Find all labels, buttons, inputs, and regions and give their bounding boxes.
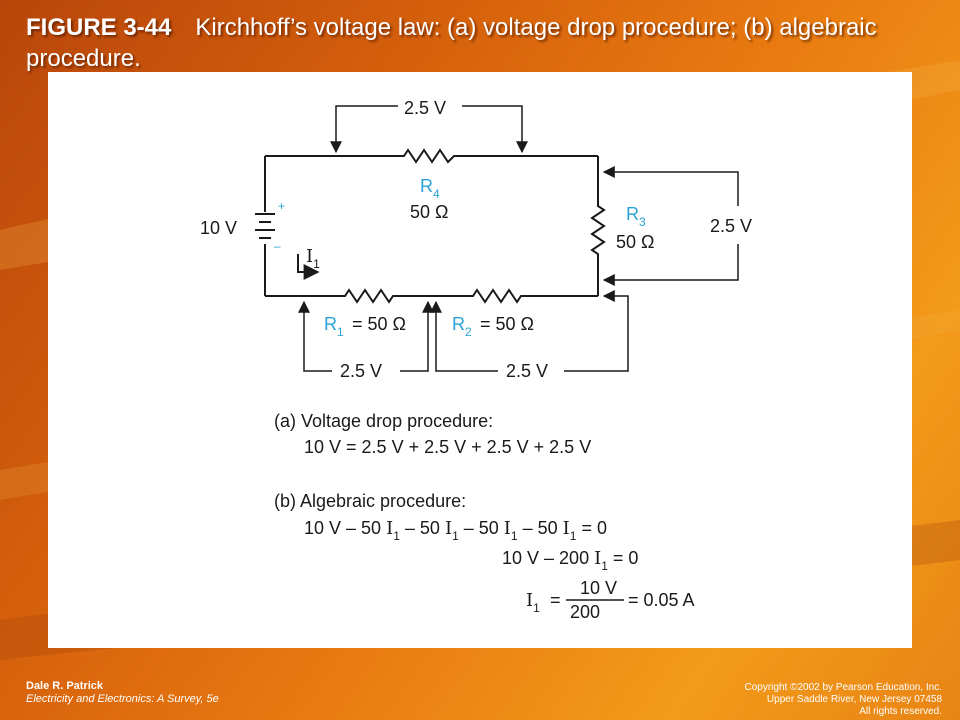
battery-plus: +: [278, 199, 285, 213]
equals-sign: =: [550, 590, 561, 610]
right-drop-label: 2.5 V: [710, 216, 752, 236]
procedure-b-line1: 10 V – 50 I1 – 50 I1 – 50 I1 – 50 I1 = 0: [304, 518, 607, 543]
right-wire: [590, 156, 606, 296]
fraction-denominator: 200: [570, 602, 600, 622]
fraction-numerator: 10 V: [580, 578, 617, 598]
circuit-loop: [264, 148, 606, 304]
footer-author: Dale R. Patrick: [26, 680, 104, 692]
procedure-b-line3: I1 = 10 V 200 = 0.05 A: [526, 578, 695, 622]
footer-copyright: Copyright ©2002 by Pearson Education, In…: [745, 682, 943, 718]
r2-name: R2: [452, 314, 472, 339]
bottom-right-drop-label: 2.5 V: [506, 361, 548, 381]
figure-number: FIGURE 3-44: [26, 14, 172, 41]
source-voltage-label: 10 V: [200, 218, 237, 238]
r3-name: R3: [626, 204, 646, 229]
procedure-b-line2: 10 V – 200 I1 = 0: [502, 548, 638, 573]
battery-minus: –: [274, 239, 281, 253]
circuit-diagram: + – 10 V I1 R4 50 Ω R3 50 Ω R1 = 50 Ω R2…: [200, 98, 752, 622]
r4-name: R4: [420, 176, 440, 201]
current-lhs: I1: [526, 590, 540, 615]
r1-name: R1: [324, 314, 344, 339]
battery-symbol: [255, 213, 275, 239]
right-drop-bracket: [602, 166, 739, 286]
current-result: = 0.05 A: [628, 590, 695, 610]
top-wire: [265, 148, 598, 164]
top-drop-label: 2.5 V: [404, 98, 446, 118]
footer-credits: Dale R. Patrick Electricity and Electron…: [26, 680, 219, 706]
r1-value: = 50 Ω: [352, 314, 406, 334]
bottom-right-drop-bracket: [430, 290, 629, 372]
bottom-left-drop-label: 2.5 V: [340, 361, 382, 381]
procedure-a-equation: 10 V = 2.5 V + 2.5 V + 2.5 V + 2.5 V: [304, 437, 591, 457]
figure-caption: Kirchhoff’s voltage law: (a) voltage dro…: [26, 14, 877, 72]
footer-book: Electricity and Electronics: A Survey, 5…: [26, 693, 219, 705]
address-line: Upper Saddle River, New Jersey 07458: [766, 694, 942, 705]
current-arrow: [297, 254, 320, 280]
rights-line: All rights reserved.: [859, 706, 942, 717]
r2-value: = 50 Ω: [480, 314, 534, 334]
r3-value: 50 Ω: [616, 232, 654, 252]
figure-panel: + – 10 V I1 R4 50 Ω R3 50 Ω R1 = 50 Ω R2…: [48, 72, 912, 648]
bottom-wire: [265, 288, 598, 304]
r4-value: 50 Ω: [410, 202, 448, 222]
procedure-b-heading: (b) Algebraic procedure:: [274, 491, 466, 511]
bottom-left-drop-bracket: [298, 300, 434, 372]
copyright-line: Copyright ©2002 by Pearson Education, In…: [744, 682, 943, 693]
top-drop-bracket: [330, 105, 528, 154]
current-label: I1: [306, 246, 320, 271]
procedure-a-heading: (a) Voltage drop procedure:: [274, 411, 493, 431]
